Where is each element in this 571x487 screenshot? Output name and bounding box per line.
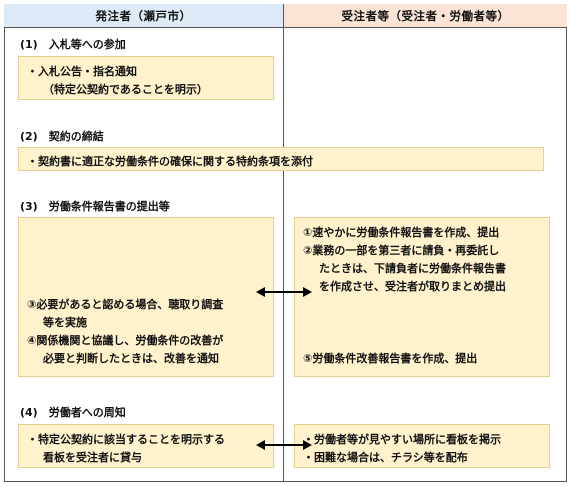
header-orderer-label: 発注者（瀬戸市） bbox=[95, 8, 192, 23]
section-2-title: (2) 契約の締結 bbox=[20, 130, 104, 143]
section-3-left-line-3: ④関係機関と協議し、労働条件の改善が bbox=[27, 334, 224, 347]
section-4-left-line-1: ・特定公契約に該当することを明示する bbox=[27, 433, 225, 446]
section-3-left-line-4: 必要と判断したときは、改善を通知 bbox=[43, 352, 219, 365]
section-4-left-line-2: 看板を受注者に貸与 bbox=[43, 451, 142, 464]
section-3-right-line-2: ②業務の一部を第三者に請負・再委託し bbox=[303, 244, 500, 257]
section-1-line-2: （特定公契約であることを明示） bbox=[43, 83, 208, 96]
section-4-double-arrow bbox=[256, 440, 312, 450]
section-3-right-line-1: ①速やかに労働条件報告書を作成、提出 bbox=[303, 226, 500, 239]
section-1-title: (1) 入札等への参加 bbox=[20, 38, 126, 51]
section-4-title: (4) 労働者への周知 bbox=[20, 406, 126, 419]
column-divider bbox=[283, 4, 284, 482]
section-3-right-line-3: たときは、下請負者に労働条件報告書 bbox=[319, 262, 506, 275]
section-3-double-arrow bbox=[256, 287, 312, 297]
section-3-orderer-box: ③必要があると認める場合、聴取り調査 等を実施 ④関係機関と協議し、労働条件の改… bbox=[18, 217, 274, 377]
section-1-box: ・入札公告・指名通知 （特定公契約であることを明示） bbox=[18, 56, 274, 100]
header-orderer: 発注者（瀬戸市） bbox=[4, 4, 283, 28]
section-3-right-line-5: ⑤労働条件改善報告書を作成、提出 bbox=[303, 352, 478, 365]
section-3-contractor-box: ①速やかに労働条件報告書を作成、提出 ②業務の一部を第三者に請負・再委託し たと… bbox=[294, 217, 550, 377]
section-3-left-line-1: ③必要があると認める場合、聴取り調査 bbox=[27, 298, 224, 311]
section-4-right-line-2: ・困難な場合は、チラシ等を配布 bbox=[303, 451, 468, 464]
section-4-right-line-1: ・労働者等が見やすい場所に看板を掲示 bbox=[303, 433, 501, 446]
section-3-right-line-4: を作成させ、受注者が取りまとめ提出 bbox=[319, 280, 506, 293]
section-4-orderer-box: ・特定公契約に該当することを明示する 看板を受注者に貸与 bbox=[18, 424, 274, 468]
header-contractor: 受注者等（受注者・労働者等） bbox=[284, 4, 567, 28]
section-2-line-1: ・契約書に適正な労働条件の確保に関する特約条項を添付 bbox=[27, 155, 313, 168]
section-3-title: (3) 労働条件報告書の提出等 bbox=[20, 200, 170, 213]
section-1-line-1: ・入札公告・指名通知 bbox=[27, 65, 137, 78]
section-3-left-line-2: 等を実施 bbox=[43, 316, 87, 329]
section-2-box: ・契約書に適正な労働条件の確保に関する特約条項を添付 bbox=[18, 147, 544, 171]
section-4-contractor-box: ・労働者等が見やすい場所に看板を掲示 ・困難な場合は、チラシ等を配布 bbox=[294, 424, 550, 468]
header-contractor-label: 受注者等（受注者・労働者等） bbox=[341, 8, 510, 23]
